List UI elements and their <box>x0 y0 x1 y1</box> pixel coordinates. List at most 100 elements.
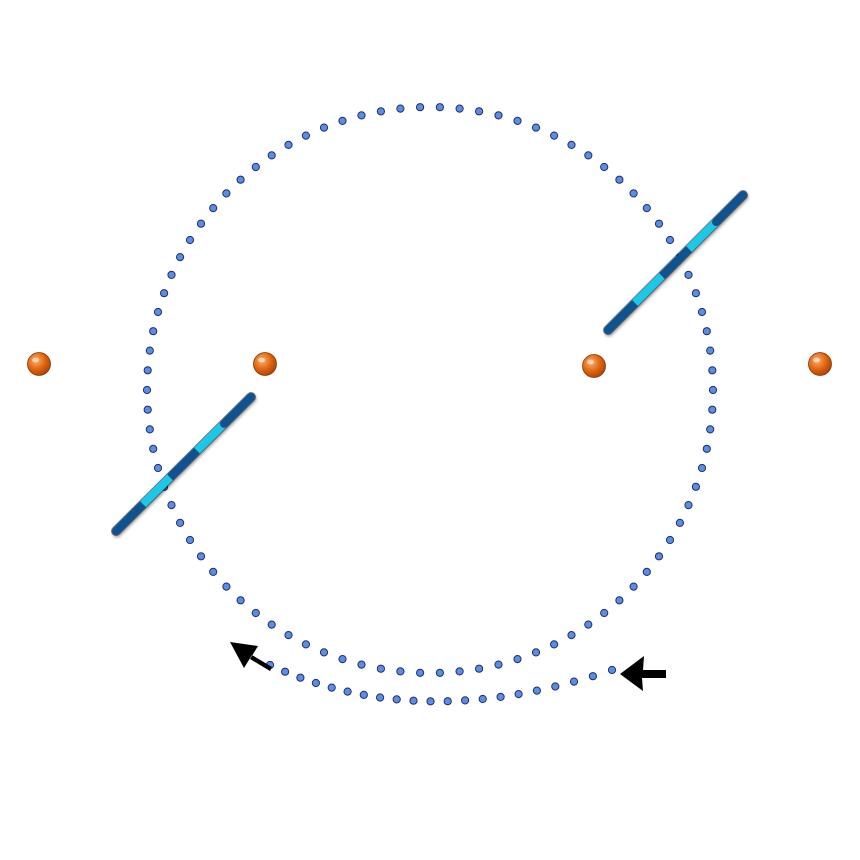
path-dot <box>145 425 154 434</box>
path-dot <box>494 111 503 120</box>
rod-segment <box>167 447 200 481</box>
path-dot <box>475 107 484 116</box>
path-dot <box>284 140 293 149</box>
path-dot <box>567 631 576 640</box>
path-dot <box>222 189 231 198</box>
path-dot <box>475 664 484 673</box>
path-dot <box>551 682 560 691</box>
path-dot <box>569 677 579 686</box>
path-dot <box>209 204 218 213</box>
path-dot <box>496 692 505 702</box>
path-dot <box>149 444 158 453</box>
path-dot <box>494 660 503 669</box>
sphere-highlight <box>258 357 265 363</box>
path-dot <box>416 103 425 112</box>
path-dot <box>301 640 310 649</box>
path-dot <box>642 567 651 577</box>
path-dot <box>478 694 487 704</box>
path-dot <box>665 235 675 245</box>
sphere-highlight <box>32 357 39 363</box>
path-dot <box>338 655 347 664</box>
end-sphere-icon <box>582 354 606 378</box>
direction-arrow-icon <box>620 656 666 691</box>
path-dot <box>209 567 218 577</box>
path-dot <box>167 270 176 279</box>
path-dot <box>281 667 290 676</box>
path-dot <box>567 140 576 149</box>
rod-segment <box>194 420 227 454</box>
path-dot <box>629 582 638 591</box>
path-dot <box>684 270 693 279</box>
path-dot <box>600 162 609 172</box>
path-dot <box>642 204 651 213</box>
path-dot <box>607 665 617 675</box>
path-dot <box>550 131 559 140</box>
path-dot <box>145 346 154 355</box>
path-dot <box>443 697 452 706</box>
path-dot <box>706 425 715 434</box>
path-dot <box>222 582 231 591</box>
path-dot <box>435 103 444 112</box>
end-sphere-icon <box>27 352 51 376</box>
path-dot <box>615 175 624 184</box>
dotted-rotation-path <box>142 103 718 677</box>
path-dot <box>267 151 276 160</box>
path-dot <box>461 696 470 705</box>
path-dot <box>143 405 152 414</box>
path-dot <box>319 648 329 657</box>
path-dot <box>513 655 522 664</box>
path-dot <box>702 327 711 336</box>
path-dot <box>702 444 711 453</box>
end-sphere-icon <box>808 352 832 376</box>
path-dot <box>376 107 385 116</box>
path-dot <box>376 693 385 702</box>
upper-right-diagonal-rod <box>603 190 748 335</box>
direction-arrow-icon <box>230 642 272 671</box>
path-dot <box>236 175 245 184</box>
path-dot <box>296 673 305 682</box>
path-dot <box>376 664 385 673</box>
path-dot <box>196 219 206 228</box>
path-dot <box>176 518 185 528</box>
rod-segment <box>712 191 747 226</box>
path-dot <box>142 385 152 395</box>
path-dot <box>357 111 366 120</box>
path-dot <box>338 116 347 126</box>
path-dot <box>629 189 638 198</box>
path-dot <box>267 620 276 629</box>
path-dot <box>615 596 624 605</box>
path-dot <box>357 660 366 669</box>
path-dot <box>708 385 718 395</box>
path-dot <box>654 219 664 228</box>
path-dot <box>550 640 559 649</box>
path-dot <box>301 131 310 140</box>
path-dot <box>185 235 195 245</box>
dotted-sweep-path <box>265 660 617 706</box>
rod-segment <box>632 273 665 306</box>
path-dot <box>392 695 401 704</box>
path-dot <box>236 596 245 605</box>
lower-left-diagonal-rod <box>111 392 256 536</box>
path-dot <box>706 346 715 355</box>
path-dot <box>531 123 541 132</box>
end-spheres <box>27 352 832 378</box>
rod-segment <box>140 474 173 508</box>
path-dot <box>327 683 336 692</box>
rod-segment <box>686 219 719 252</box>
path-dot <box>600 608 609 618</box>
path-dot <box>691 289 701 298</box>
path-dot <box>588 672 598 681</box>
path-dot <box>409 696 418 705</box>
path-dot <box>435 668 444 677</box>
path-dot <box>343 687 352 696</box>
rod-segment <box>112 500 147 535</box>
path-dot <box>532 686 542 695</box>
path-dot <box>697 463 707 473</box>
path-dot <box>176 253 185 262</box>
path-dot <box>584 620 593 629</box>
path-dot <box>426 697 435 706</box>
path-dot <box>319 123 329 132</box>
path-dot <box>153 307 163 317</box>
path-dot <box>691 482 701 491</box>
